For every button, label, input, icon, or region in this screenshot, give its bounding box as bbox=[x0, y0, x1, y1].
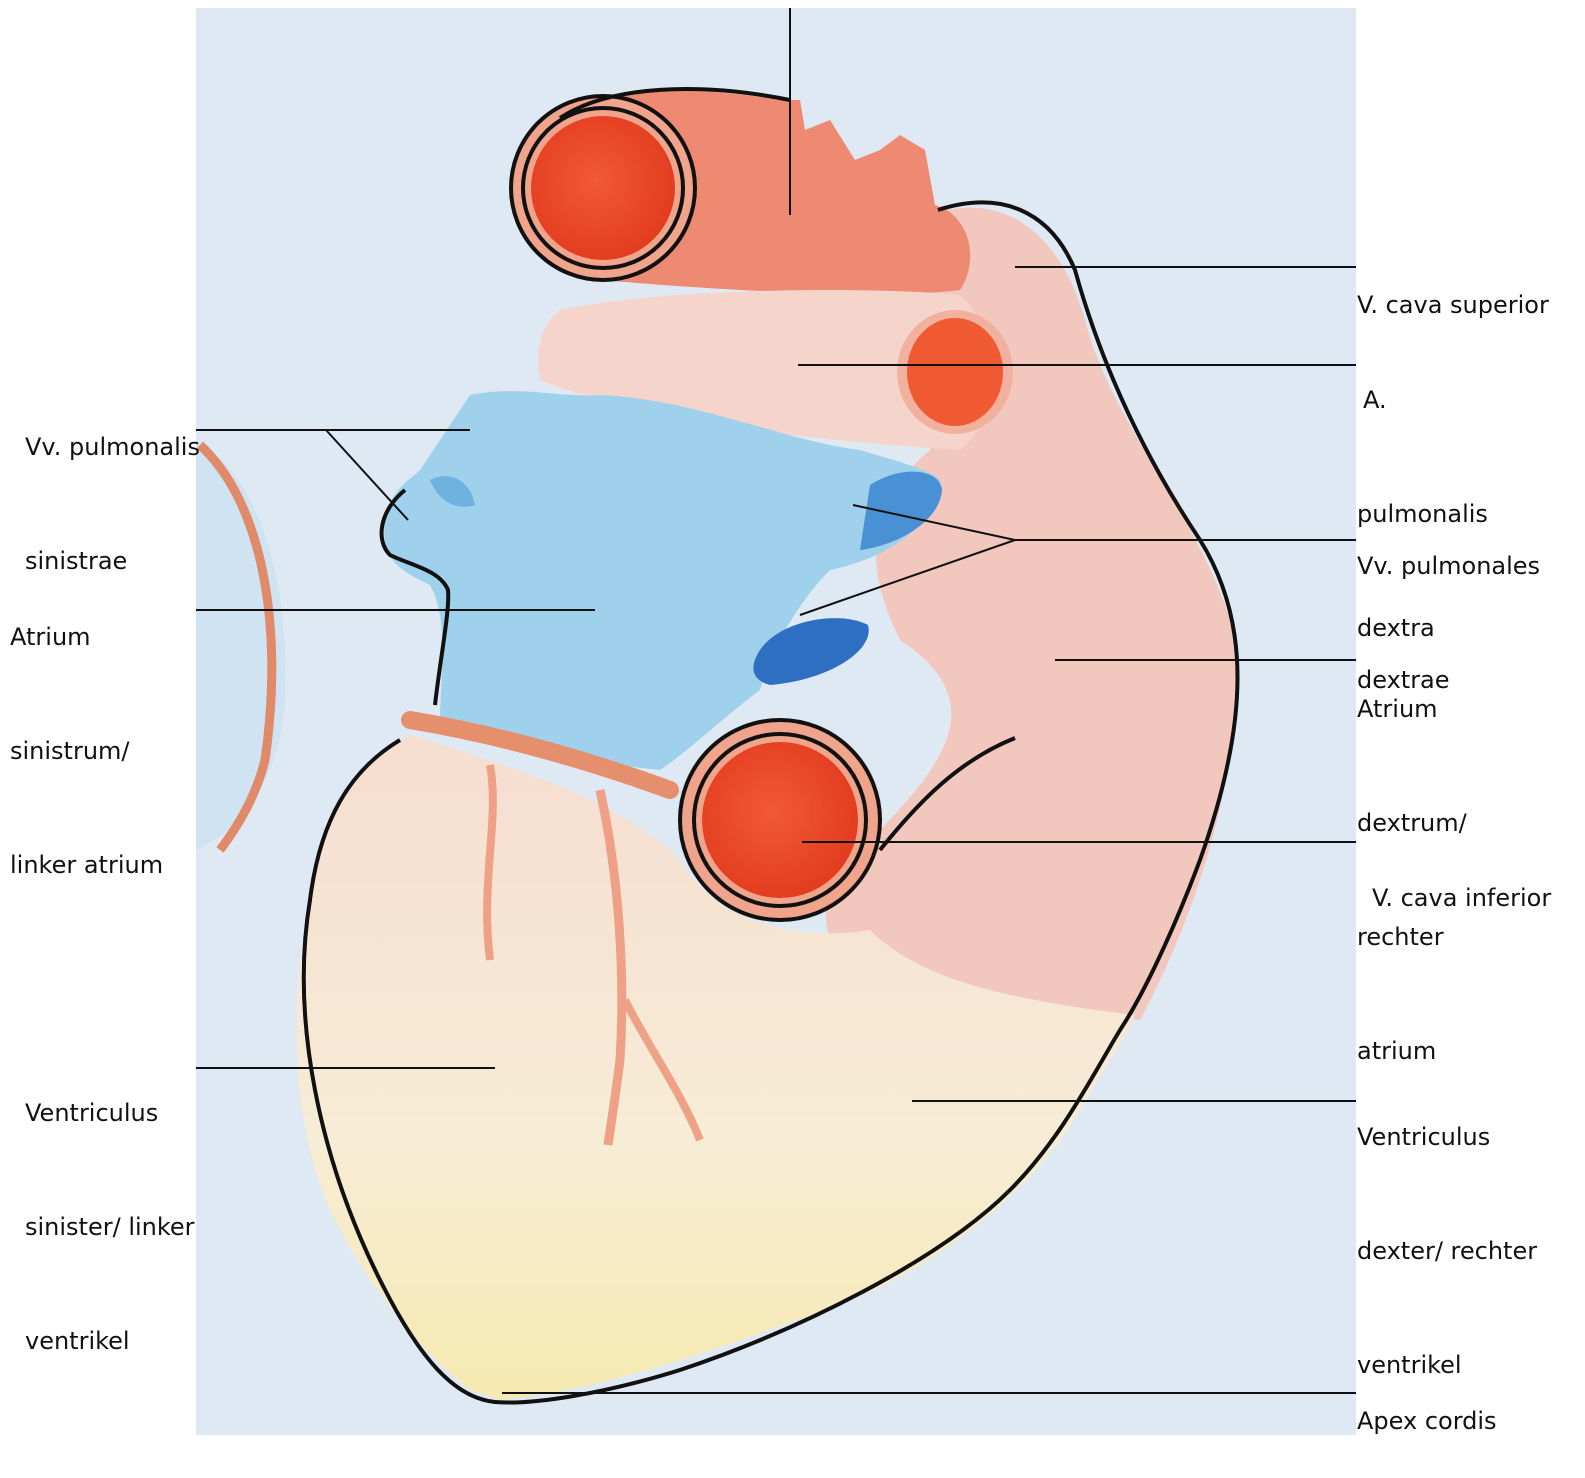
right-pulmonary-artery-lumen bbox=[907, 318, 1003, 426]
heart-illustration bbox=[0, 0, 1585, 1435]
label-vena-cava-inferior: V. cava inferior bbox=[1372, 803, 1551, 955]
label-apex-cordis: Apex cordis bbox=[1357, 1326, 1497, 1478]
ivc-lumen bbox=[702, 742, 858, 898]
label-atrium-sinistrum: Atrium sinistrum/ linker atrium bbox=[10, 542, 163, 922]
heart-diagram: V. cava superior A. pulmonalis dextra Vv… bbox=[0, 0, 1585, 1435]
label-ventriculus-sinister: Ventriculus sinister/ linker ventrikel bbox=[25, 1018, 195, 1398]
aorta-lumen bbox=[531, 116, 675, 260]
